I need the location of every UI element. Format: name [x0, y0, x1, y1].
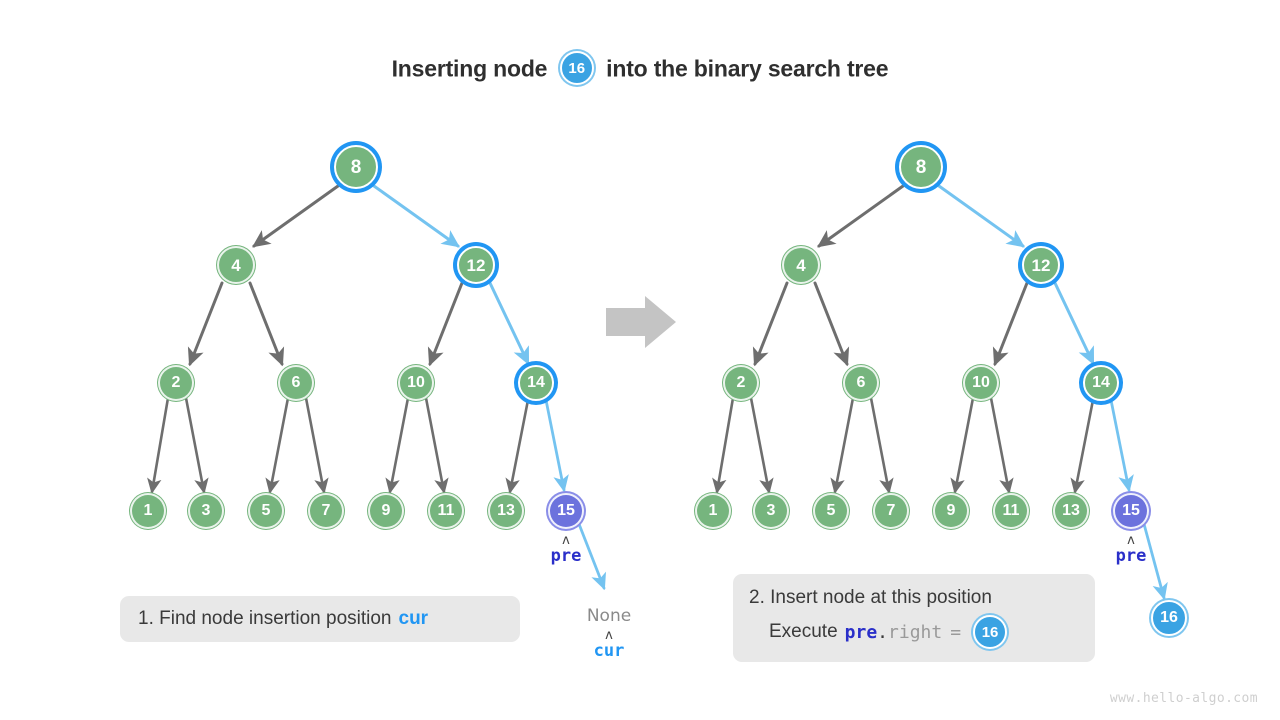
node-4: 4	[782, 246, 820, 284]
node-7: 7	[873, 493, 909, 529]
node-5: 5	[248, 493, 284, 529]
node-12: 12	[1022, 246, 1060, 284]
node-11: 11	[993, 493, 1029, 529]
title-text-after: into the binary search tree	[606, 55, 889, 82]
node-2: 2	[723, 365, 759, 401]
execute-label: Execute	[769, 621, 838, 642]
node-10: 10	[398, 365, 434, 401]
node-15: 15	[548, 493, 584, 529]
node-9: 9	[933, 493, 969, 529]
node-9: 9	[368, 493, 404, 529]
pre-label: pre	[1115, 546, 1147, 566]
node-12: 12	[457, 246, 495, 284]
node-16-title: 16	[559, 51, 594, 85]
cur-pointer-left: ʌ cur	[593, 628, 625, 661]
watermark: www.hello-algo.com	[1109, 691, 1258, 706]
caption-step-1-text: 1. Find node insertion position	[138, 608, 392, 629]
caption-step-1-keyword: cur	[398, 608, 429, 629]
node-13: 13	[1053, 493, 1089, 529]
caret-up-icon: ʌ	[1127, 533, 1135, 548]
node-16-inserted: 16	[1151, 600, 1187, 636]
node-1: 1	[130, 493, 166, 529]
node-13: 13	[488, 493, 524, 529]
node-3: 3	[188, 493, 224, 529]
title-text-before: Inserting node	[391, 55, 548, 82]
node-16-badge: 16	[973, 615, 1008, 649]
node-11: 11	[428, 493, 464, 529]
node-10: 10	[963, 365, 999, 401]
node-6: 6	[278, 365, 314, 401]
right-field-label: right	[888, 621, 943, 643]
pre-pointer-left: ʌ pre	[550, 533, 582, 566]
dot-separator: .	[877, 621, 889, 643]
caption-step-2: 2. Insert node at this position Execute …	[733, 574, 1095, 662]
node-3: 3	[753, 493, 789, 529]
caret-up-icon: ʌ	[605, 628, 613, 643]
step-arrow-icon	[606, 296, 676, 348]
caption-step-1: 1. Find node insertion position cur	[120, 596, 520, 642]
node-15: 15	[1113, 493, 1149, 529]
node-14: 14	[518, 365, 554, 401]
node-8: 8	[334, 145, 378, 189]
caption-step-2-line1: 2. Insert node at this position	[749, 587, 1079, 609]
caption-step-2-text: 2. Insert node at this position	[749, 587, 992, 608]
caption-step-1-line: 1. Find node insertion position cur	[138, 608, 502, 630]
pre-pointer-right: ʌ pre	[1115, 533, 1147, 566]
cur-label: cur	[593, 641, 625, 661]
diagram-title: Inserting node 16 into the binary search…	[0, 51, 1280, 86]
none-label: None	[586, 606, 632, 626]
title-node-badge: 16	[559, 51, 594, 85]
node-14: 14	[1083, 365, 1119, 401]
node-6: 6	[843, 365, 879, 401]
node-7: 7	[308, 493, 344, 529]
node-1: 1	[695, 493, 731, 529]
node-4: 4	[217, 246, 255, 284]
caret-up-icon: ʌ	[562, 533, 570, 548]
node-5: 5	[813, 493, 849, 529]
equals-sign: =	[950, 621, 962, 643]
node-8: 8	[899, 145, 943, 189]
node-2: 2	[158, 365, 194, 401]
pre-label: pre	[550, 546, 582, 566]
pre-keyword: pre	[844, 621, 878, 643]
caption-step-2-line2: Execute pre . right = 16	[749, 615, 1079, 649]
